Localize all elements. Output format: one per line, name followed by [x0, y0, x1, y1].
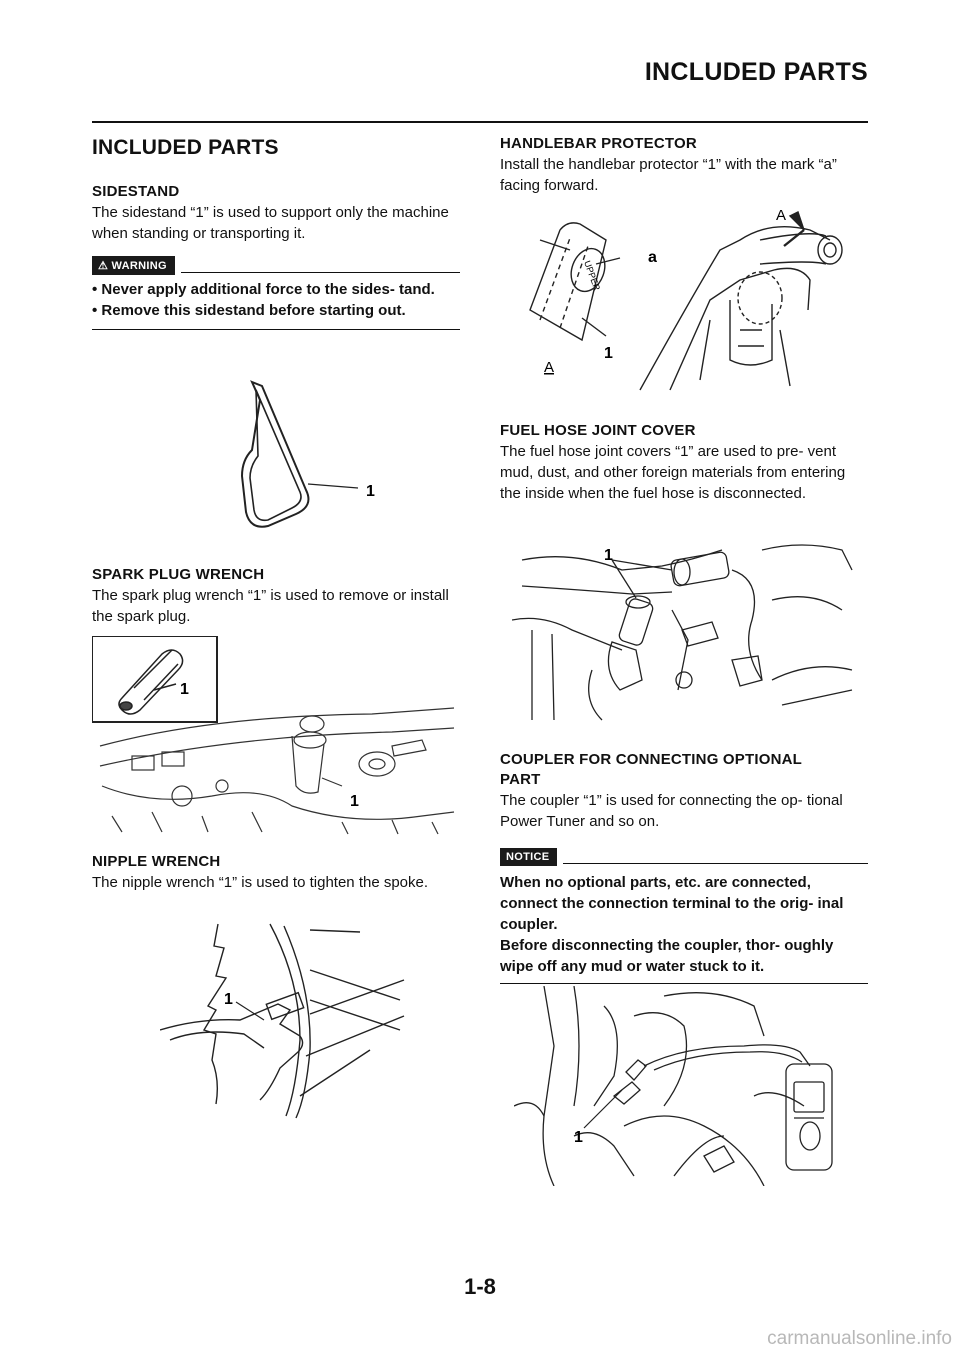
notice-header: NOTICE: [500, 848, 868, 866]
handlebar-callout-a: a: [648, 249, 657, 266]
handlebar-figure: UPPER a 1 A A: [510, 200, 860, 400]
fuel-hose-figure: 1: [512, 530, 862, 725]
warning-label: WARNING: [111, 260, 167, 272]
notice-text-1: When no optional parts, etc. are connect…: [500, 874, 844, 933]
warning-bullet: • Remove this sidestand before starting …: [92, 302, 406, 319]
fuel-hose-text: The fuel hose joint covers “1” are used …: [500, 443, 846, 502]
handlebar-mark-text: UPPER: [582, 259, 602, 292]
left-column: INCLUDED PARTS SIDESTAND The sidestand “…: [92, 134, 460, 330]
coupler-text: The coupler “1” is used for connecting t…: [500, 792, 843, 830]
handlebar-label-a-bottom: A: [544, 359, 554, 376]
sidestand-figure: 1: [230, 380, 400, 530]
sidestand-text: The sidestand “1” is used to support onl…: [92, 204, 449, 242]
section-main-title: INCLUDED PARTS: [92, 136, 279, 159]
warning-icon: ⚠: [98, 260, 112, 272]
spark-plug-title: SPARK PLUG WRENCH: [92, 566, 265, 583]
notice-rule: [563, 863, 868, 864]
coupler-title-line2: PART: [500, 771, 541, 788]
nipple-callout: 1: [224, 991, 233, 1008]
fuel-hose-title: FUEL HOSE JOINT COVER: [500, 422, 696, 439]
handlebar-callout-1: 1: [604, 345, 613, 362]
notice-text-2: Before disconnecting the coupler, thor- …: [500, 937, 834, 975]
nipple-title: NIPPLE WRENCH: [92, 853, 221, 870]
coupler-section: COUPLER FOR CONNECTING OPTIONAL PART The…: [500, 750, 868, 984]
warning-box: • Never apply additional force to the si…: [92, 275, 460, 330]
spark-plug-text: The spark plug wrench “1” is used to rem…: [92, 587, 449, 625]
page-header-title: INCLUDED PARTS: [644, 58, 868, 86]
sidestand-title: SIDESTAND: [92, 183, 180, 200]
header-rule: [92, 121, 868, 123]
warning-header: ⚠ WARNING: [92, 256, 460, 275]
coupler-callout: 1: [574, 1129, 583, 1146]
notice-badge: NOTICE: [500, 848, 558, 866]
watermark-text: carmanualsonline.info: [767, 1328, 952, 1349]
fuel-hose-section: FUEL HOSE JOINT COVER The fuel hose join…: [500, 421, 868, 504]
sidestand-callout: 1: [366, 483, 375, 500]
coupler-figure: 1: [514, 986, 858, 1186]
coupler-title-line1: COUPLER FOR CONNECTING OPTIONAL: [500, 751, 803, 768]
nipple-text: The nipple wrench “1” is used to tighten…: [92, 874, 429, 891]
warning-bullet: • Never apply additional force to the si…: [92, 281, 435, 298]
notice-box: When no optional parts, etc. are connect…: [500, 866, 868, 984]
spark-plug-main-callout: 1: [350, 793, 359, 810]
spark-plug-section: SPARK PLUG WRENCH The spark plug wrench …: [92, 565, 460, 627]
warning-badge: ⚠ WARNING: [92, 256, 175, 275]
handlebar-section: HANDLEBAR PROTECTOR Install the handleba…: [500, 134, 868, 196]
warning-rule: [180, 272, 460, 273]
fuel-hose-callout: 1: [604, 547, 613, 564]
spark-plug-inset-callout: 1: [180, 681, 189, 698]
handlebar-label-a-top: A: [776, 207, 786, 224]
spark-plug-figure: 1 1: [92, 636, 462, 836]
handlebar-text: Install the handlebar protector “1” with…: [500, 156, 837, 194]
nipple-section: NIPPLE WRENCH The nipple wrench “1” is u…: [92, 852, 460, 893]
handlebar-title: HANDLEBAR PROTECTOR: [500, 135, 697, 152]
page-number: 1-8: [464, 1274, 496, 1299]
nipple-wrench-figure: 1: [160, 920, 410, 1120]
